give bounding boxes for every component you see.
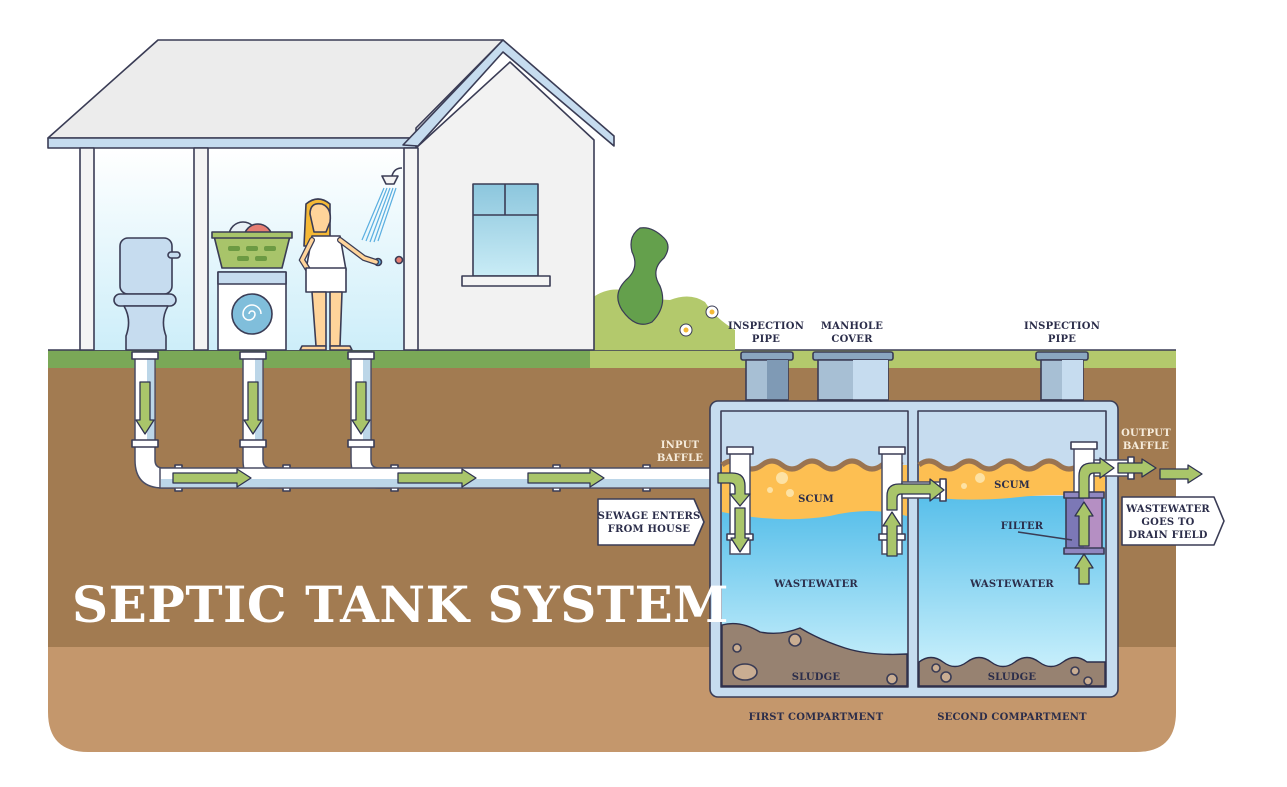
label-scum: SCUM <box>994 480 1030 491</box>
arrow-elbow-icon <box>886 478 945 511</box>
arrow-down-icon <box>730 507 750 553</box>
sludge-layer <box>721 622 908 687</box>
callout-line: WASTEWATER <box>1125 504 1210 515</box>
scum-layer <box>722 461 907 520</box>
person-icon <box>298 198 379 351</box>
label-inspection-pipe-1: PIPE <box>752 334 780 345</box>
arrow-right-icon <box>1159 464 1203 484</box>
label-output-baffle: OUTPUT <box>1121 428 1171 439</box>
bushes <box>592 227 735 350</box>
pipe-collar <box>239 351 267 360</box>
arrow-elbow-icon <box>1078 457 1115 499</box>
label-inspection-pipe-2: INSPECTION <box>1024 321 1100 332</box>
pipe-collar <box>131 439 159 448</box>
bush-tall <box>617 227 669 325</box>
label-manhole-cover: COVER <box>831 334 873 345</box>
pipe-collar <box>131 351 159 360</box>
arrow-down-icon <box>243 381 263 435</box>
label-first-compartment: FIRST COMPARTMENT <box>749 712 884 723</box>
pipe-collar <box>347 439 375 448</box>
label-inspection-pipe-2: PIPE <box>1048 334 1076 345</box>
callout-line: GOES TO <box>1141 517 1194 528</box>
roof-edge <box>47 137 417 149</box>
washing-machine-icon <box>217 271 287 351</box>
callout-line: DRAIN FIELD <box>1128 530 1207 541</box>
house-window <box>461 183 551 287</box>
toilet-icon <box>113 237 181 351</box>
label-scum: SCUM <box>798 494 834 505</box>
diagram-title: SEPTIC TANK SYSTEM <box>72 575 729 634</box>
label-wastewater: WASTEWATER <box>773 579 858 590</box>
label-output-baffle: BAFFLE <box>1123 441 1169 452</box>
arrow-right-icon <box>527 468 605 488</box>
pillar <box>403 147 419 351</box>
pillar <box>193 147 209 351</box>
label-sludge: SLUDGE <box>988 672 1037 683</box>
arrow-right-icon <box>397 468 477 488</box>
arrow-down-icon <box>135 381 155 435</box>
roof-gable-trim <box>402 39 615 147</box>
flower-icon <box>705 305 719 319</box>
arrow-right-icon <box>172 468 252 488</box>
wastewater-goes-callout: WASTEWATER GOES TO DRAIN FIELD <box>1121 496 1225 546</box>
label-filter: FILTER <box>1001 521 1044 532</box>
arrow-up-icon <box>882 511 902 557</box>
inspection-pipe-1 <box>740 351 794 413</box>
laundry-basket-icon <box>211 221 293 269</box>
flow-arrows <box>135 381 1203 585</box>
pipe-collar <box>347 351 375 360</box>
arrow-down-icon <box>351 381 371 435</box>
callout-line: FROM HOUSE <box>608 524 691 535</box>
flower-icon <box>679 323 693 337</box>
septic-tank <box>709 351 1135 698</box>
label-inspection-pipe-1: INSPECTION <box>728 321 804 332</box>
pipe-collar <box>239 439 267 448</box>
arrow-elbow-icon <box>717 472 751 507</box>
callout-line: SEWAGE ENTERS <box>598 511 701 522</box>
label-input-baffle: BAFFLE <box>657 453 703 464</box>
bush-mound <box>592 289 735 350</box>
pillar <box>79 147 95 351</box>
label-manhole-cover: MANHOLE <box>821 321 883 332</box>
arrow-up-icon <box>1074 553 1094 585</box>
arrow-right-icon <box>1117 458 1157 478</box>
house <box>47 39 615 351</box>
arrow-up-icon <box>1074 501 1094 547</box>
label-input-baffle: INPUT <box>661 440 700 451</box>
sewage-enters-callout: SEWAGE ENTERS FROM HOUSE <box>597 498 705 546</box>
label-second-compartment: SECOND COMPARTMENT <box>937 712 1087 723</box>
label-sludge: SLUDGE <box>792 672 841 683</box>
label-wastewater: WASTEWATER <box>969 579 1054 590</box>
